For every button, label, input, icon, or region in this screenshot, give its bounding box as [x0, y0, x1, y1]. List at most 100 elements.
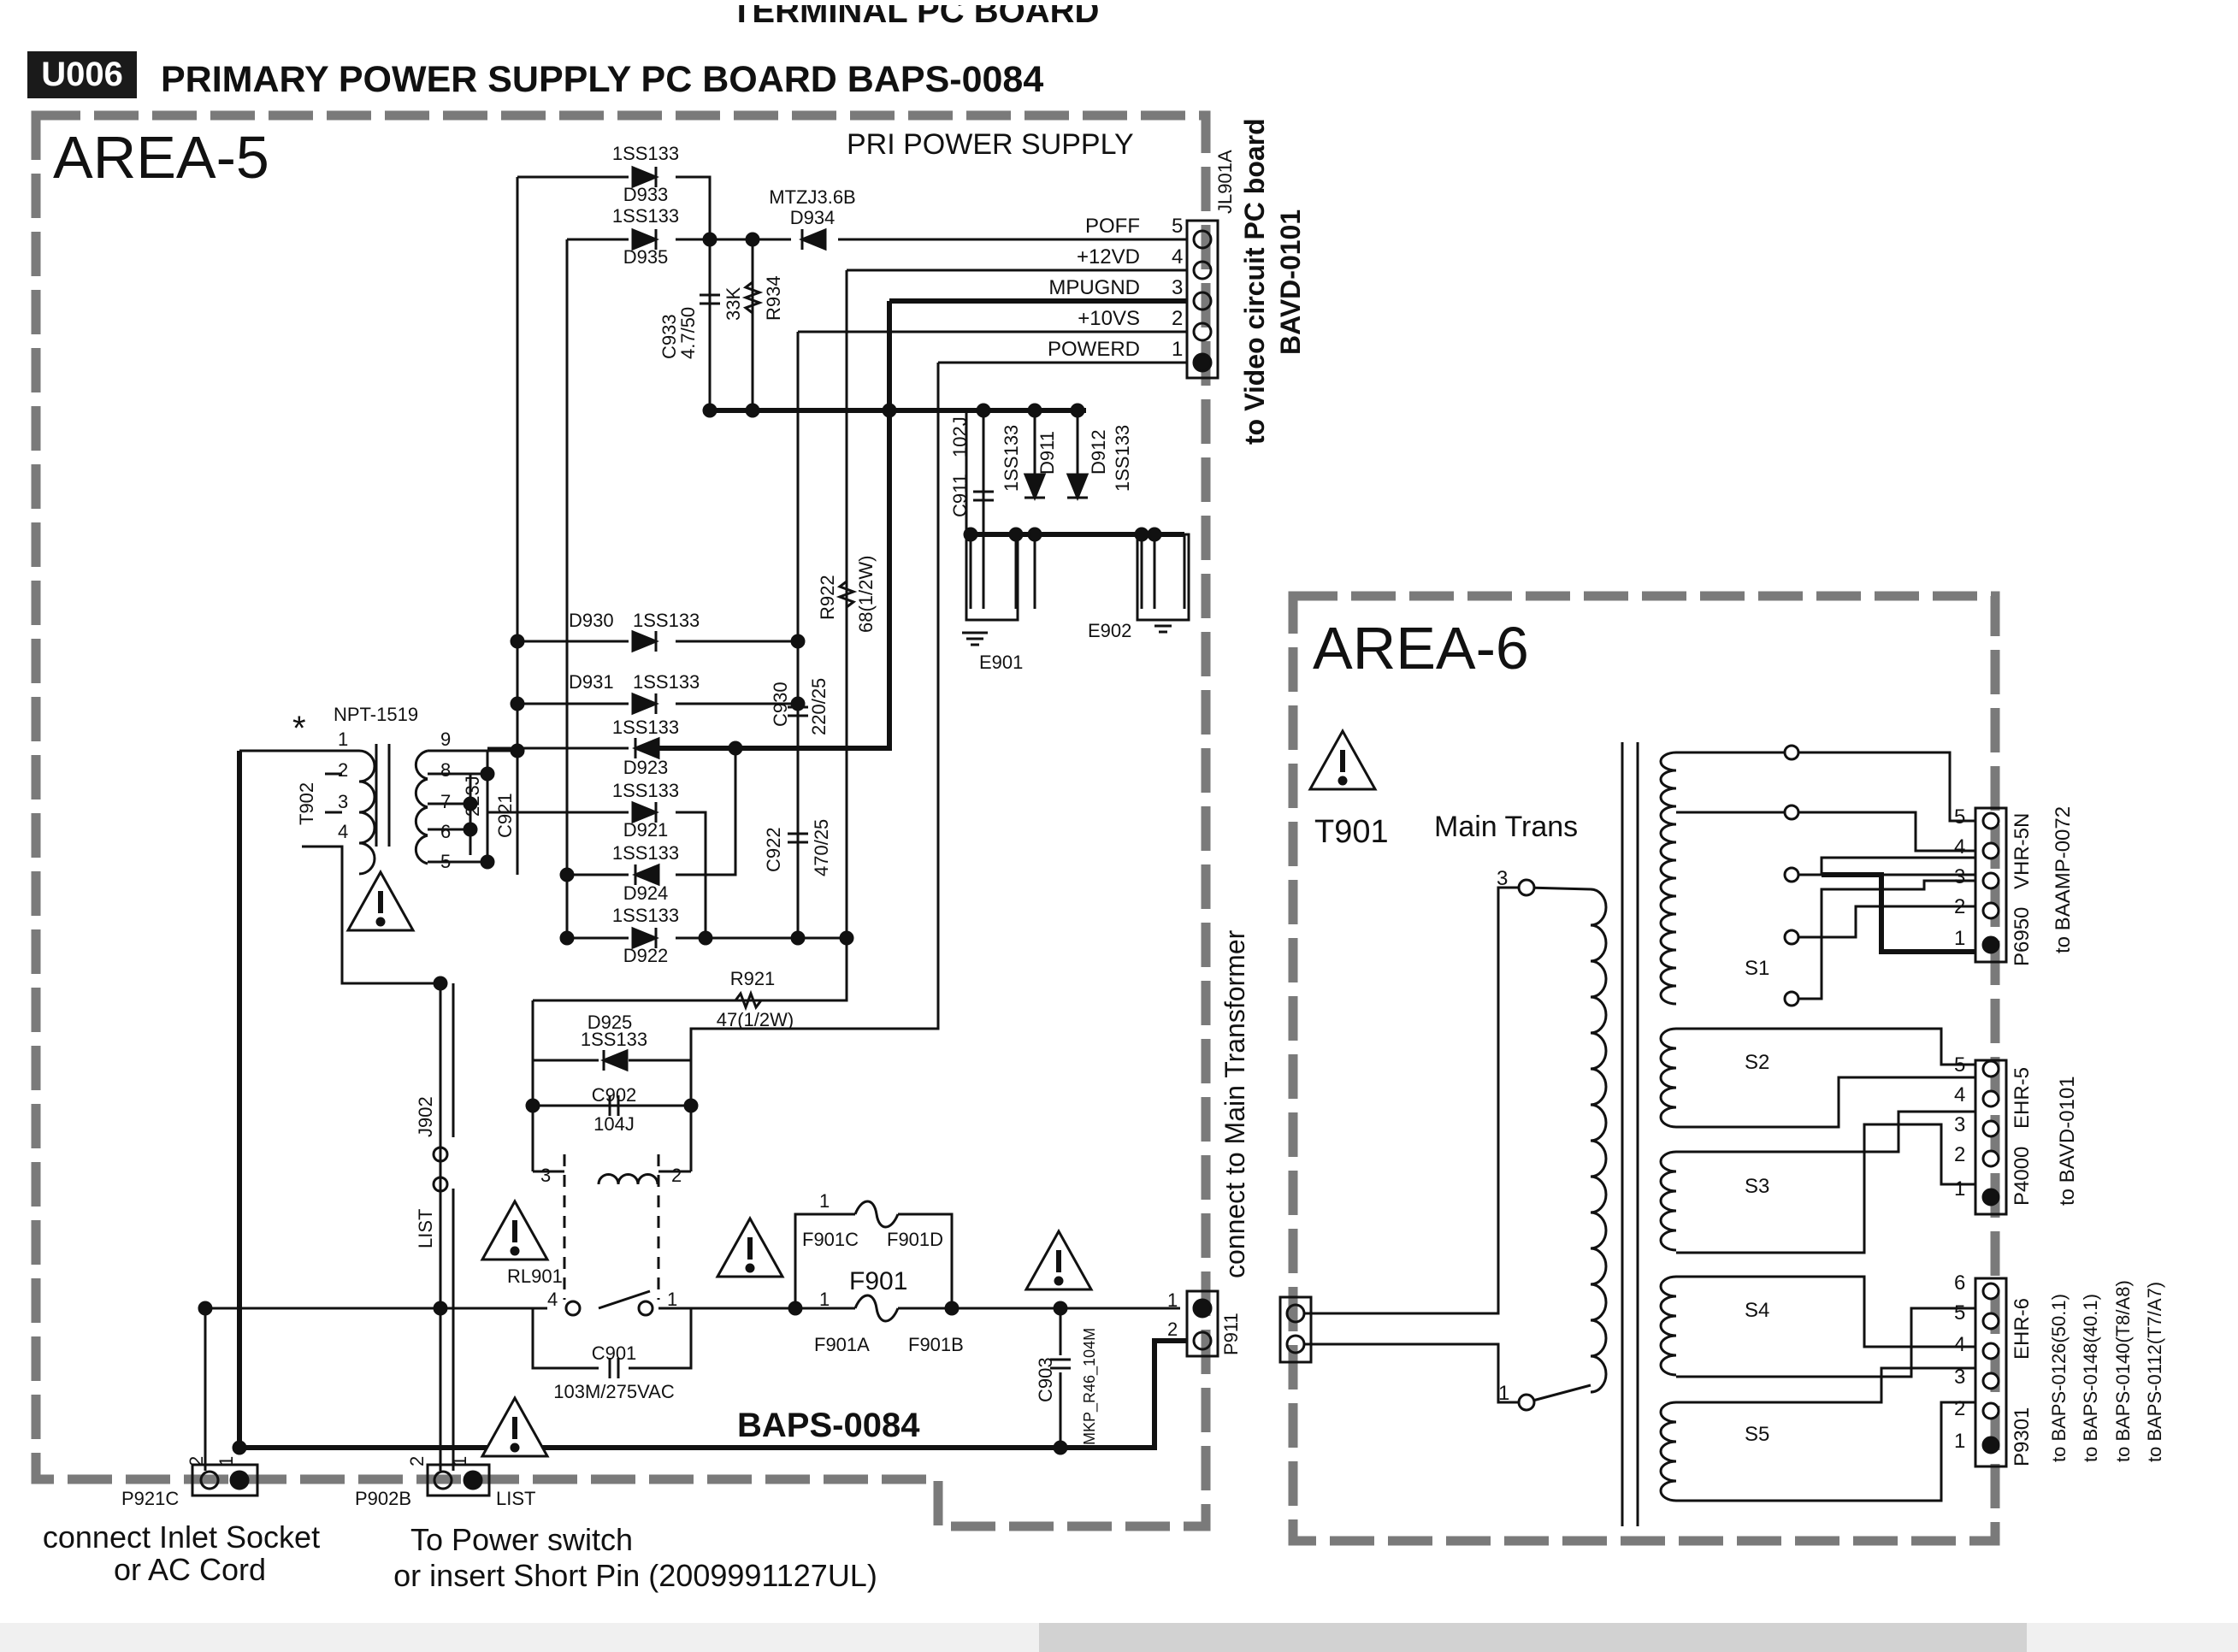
- p9301-to-1: to BAPS-0126(50.1): [2048, 1294, 2070, 1462]
- t901-secondary-coil: [1659, 1066, 1677, 1089]
- p9301-pin-2: 2: [1954, 1397, 1965, 1420]
- t902-primary-coil: [358, 780, 376, 814]
- p6950-ref: P6950: [2011, 907, 2034, 966]
- p6950-pin: [1981, 841, 2000, 860]
- t902-primary-coil: [358, 811, 376, 845]
- r934-symbol: [741, 280, 764, 315]
- junction-dot: [790, 930, 806, 946]
- d924-ref: D924: [623, 882, 669, 904]
- t901-primary-coil: [1590, 959, 1608, 999]
- rl901-ref: RL901: [507, 1266, 563, 1287]
- p6950-pin-3: 3: [1954, 865, 1965, 888]
- t901-primary-coil: [1590, 1067, 1608, 1106]
- p4000-pin-2: 2: [1954, 1143, 1965, 1166]
- p4000-pin-5: 5: [1954, 1053, 1965, 1077]
- pin-2-num: 2: [1172, 307, 1183, 330]
- junction-dot: [198, 1301, 213, 1316]
- t901-secondary-coil: [1659, 787, 1677, 808]
- t902-pin-2: 2: [338, 759, 348, 781]
- inlet-socket-note-1: connect Inlet Socket: [43, 1519, 320, 1555]
- p9301-to-4: to BAPS-0112(T7/A7): [2144, 1282, 2165, 1462]
- t901-primary-coil: [1590, 888, 1608, 927]
- d921-ref: D921: [623, 819, 669, 841]
- p9301-pin-5: 5: [1954, 1301, 1965, 1325]
- area5-border: [31, 110, 1211, 1531]
- pri-power-supply-label: PRI POWER SUPPLY: [847, 128, 1134, 161]
- t901-primary-leads: [1526, 886, 1591, 1404]
- d921-type: 1SS133: [612, 780, 679, 801]
- t901-primary-coil: [1590, 1354, 1608, 1394]
- t901-primary-coil: [1590, 1319, 1608, 1358]
- p9301-pin: [1981, 1312, 2000, 1330]
- board-name-label: BAPS-0084: [737, 1407, 920, 1444]
- pin-12vd-label: +12VD: [1077, 245, 1140, 268]
- winding-s2: S2: [1745, 1051, 1769, 1074]
- t901-pin-3-terminal: [1517, 878, 1536, 897]
- pin-1-num: 1: [1172, 338, 1183, 361]
- t901-label: T901: [1314, 814, 1389, 850]
- t902-star: *: [292, 710, 306, 747]
- p4000-pin: [1981, 1059, 2000, 1078]
- p4000-pin-4: 4: [1954, 1083, 1965, 1106]
- p6950-pin: [1981, 901, 2000, 920]
- junction-dot: [1027, 527, 1042, 542]
- pin-10vs-label: +10VS: [1078, 307, 1140, 330]
- e902-label: E902: [1088, 620, 1131, 641]
- junction-dot: [433, 976, 448, 991]
- t901-secondary-coil: [1659, 966, 1677, 988]
- c933-symbol: [700, 293, 720, 305]
- t902-ref: T902: [296, 782, 317, 825]
- t902-secondary-coil: [414, 777, 428, 809]
- d923-symbol: [632, 736, 660, 760]
- p9301-type: EHR-6: [2011, 1298, 2034, 1360]
- d922-symbol: [631, 926, 659, 950]
- p4000-pin-1: 1: [1954, 1177, 1965, 1201]
- t901-primary-coil: [1590, 1175, 1608, 1214]
- c901-ref: C901: [592, 1342, 637, 1364]
- s1-tap-terminal: [1783, 990, 1800, 1007]
- t901-secondary-coil: [1659, 1170, 1677, 1193]
- p6950-pin: [1981, 871, 2000, 890]
- c930-symbol: [788, 705, 808, 717]
- p9301-pin: [1981, 1401, 2000, 1420]
- d923-ref: D923: [623, 757, 669, 778]
- t901-secondary-coil: [1659, 1314, 1677, 1337]
- p911-pin-2: 2: [1167, 1319, 1178, 1340]
- c903-symbol: [1050, 1358, 1071, 1370]
- pin-mpugnd-label: MPUGND: [1048, 276, 1140, 299]
- t902-type: NPT-1519: [334, 704, 418, 725]
- c921-val: 223J: [462, 776, 483, 817]
- t901-secondary-coil: [1659, 769, 1677, 790]
- t901-pin-3: 3: [1497, 867, 1508, 890]
- area6-label: AREA-6: [1313, 615, 1529, 681]
- p9301-pin-4: 4: [1954, 1333, 1965, 1356]
- r922-symbol: [836, 580, 858, 609]
- p6950-pin-4: 4: [1954, 835, 1965, 858]
- c901-val: 103M/275VAC: [553, 1381, 675, 1402]
- t901-secondary-coil: [1659, 1229, 1677, 1252]
- junction-dot: [525, 1098, 540, 1113]
- main-trans-label: Main Trans: [1434, 811, 1578, 843]
- f901b-label: F901B: [908, 1334, 964, 1355]
- t901-secondary-coil: [1659, 930, 1677, 952]
- rl901-contact-right: [637, 1300, 654, 1317]
- t902-primary-coil: [358, 749, 376, 783]
- winding-s5: S5: [1745, 1423, 1769, 1446]
- d912-type: 1SS133: [1112, 425, 1133, 492]
- t901-secondary-coil: [1659, 948, 1677, 970]
- junction-dot: [882, 403, 897, 418]
- p911-pin-1: 1: [1167, 1289, 1178, 1311]
- t901-primary-coil: [1590, 1247, 1608, 1286]
- d912-ref: D912: [1088, 429, 1109, 475]
- p911-ref: P911: [1220, 1313, 1242, 1355]
- t901-secondary-coil: [1659, 841, 1677, 862]
- r922-val: 68(1/2W): [855, 556, 877, 633]
- horizontal-scrollbar-thumb[interactable]: [1039, 1623, 2027, 1652]
- p9301-connector: [1974, 1277, 2008, 1468]
- f901d-label: F901D: [887, 1229, 943, 1250]
- d924-symbol: [632, 863, 660, 887]
- junction-dot: [698, 930, 713, 946]
- d934-symbol: [799, 227, 827, 251]
- t902-secondary-coil: [414, 834, 428, 865]
- t901-primary-coil: [1590, 1283, 1608, 1322]
